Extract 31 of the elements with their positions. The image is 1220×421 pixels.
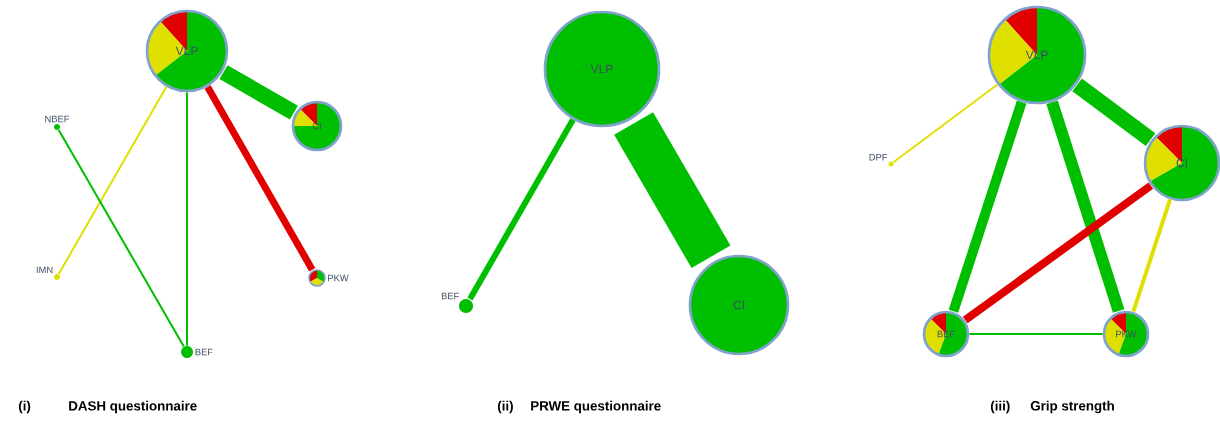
connection-line [219, 65, 298, 120]
connection-line [962, 182, 1154, 324]
panel-caption: Grip strength [1030, 400, 1114, 414]
pie-chart-node: VLP [543, 10, 661, 128]
node-label: DPF [869, 154, 888, 161]
connection-line [614, 112, 731, 269]
connection-line [968, 333, 1104, 335]
panel-number: (iii) [990, 400, 1010, 414]
pie-chart-node: BEF [922, 310, 970, 358]
connection-line [1131, 198, 1172, 313]
pie-chart-node: CI [688, 254, 790, 356]
pie-chart-node: CI [291, 100, 343, 152]
node-label: IMN [36, 266, 53, 274]
node-label: PKW [328, 274, 349, 282]
panel-caption: PRWE questionnaire [531, 400, 661, 414]
connection-line [186, 91, 188, 347]
connection-line [1046, 100, 1125, 313]
panel-caption: DASH questionnaire [69, 400, 197, 414]
connection-line [948, 100, 1027, 313]
connection-line [204, 85, 316, 272]
panel-number: (ii) [497, 400, 513, 414]
connection-line [1072, 78, 1156, 146]
node-label: NBEF [45, 115, 70, 123]
node-label: BEF [195, 348, 213, 356]
connection-line [57, 129, 185, 348]
node-label: BEF [441, 292, 459, 300]
connection-line [57, 85, 168, 275]
pie-chart-node: PKW [308, 269, 349, 287]
connection-line [467, 118, 576, 301]
panel-number: (i) [18, 400, 31, 414]
connection-line [892, 83, 999, 164]
